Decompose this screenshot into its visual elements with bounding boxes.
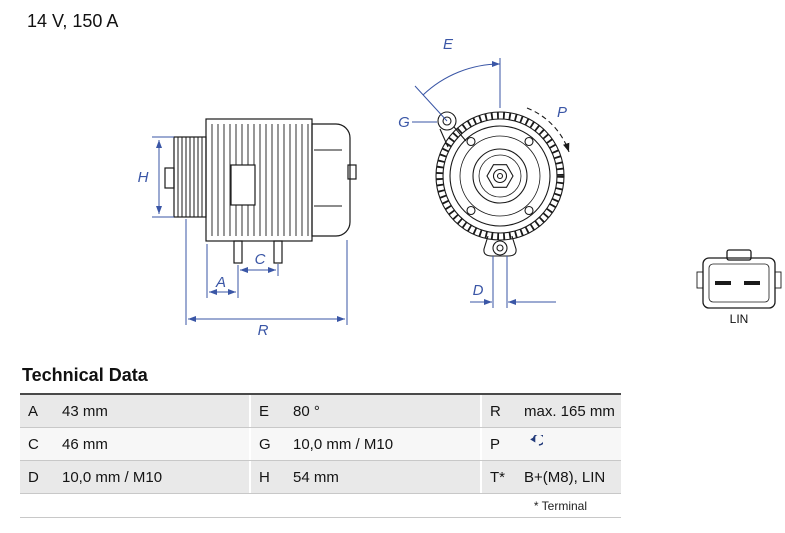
connector-icon: [696, 249, 782, 309]
param-value: [524, 435, 621, 453]
pulley: [173, 136, 207, 218]
param-group: A 43 mm: [20, 395, 249, 427]
technical-data-section: Technical Data A 43 mm E 80 ° R max. 165…: [20, 362, 621, 518]
param-value: 10,0 mm / M10: [293, 435, 394, 453]
param-value: B+(M8), LIN: [524, 468, 606, 486]
dim-label-e: E: [443, 36, 454, 53]
shaft-stub: [164, 167, 175, 189]
technical-drawing: H A C R: [138, 36, 782, 339]
param-value: 43 mm: [62, 402, 108, 420]
param-label: T*: [490, 468, 505, 486]
technical-data-title: Technical Data: [20, 362, 621, 395]
param-label: P: [490, 435, 501, 453]
param-value: 46 mm: [62, 435, 108, 453]
side-view-dimensions: [152, 136, 348, 325]
shaft-nut: [486, 164, 514, 188]
rear-housing: [311, 123, 357, 237]
param-value: 80 °: [293, 402, 320, 420]
dim-label-p: P: [557, 104, 567, 121]
param-value: 10,0 mm / M10: [62, 468, 163, 486]
mounting-lug-top: [437, 111, 467, 148]
dim-label-r: R: [258, 322, 269, 339]
stator-fins-ring: [436, 112, 564, 240]
side-view-drawing: [164, 118, 357, 264]
param-label: G: [259, 435, 271, 453]
param-group: C 46 mm: [20, 428, 249, 460]
rotation-direction-icon: [530, 435, 543, 446]
dim-label-d: D: [473, 282, 484, 299]
alternator-body: [205, 118, 313, 242]
front-view-dimensions: [412, 58, 556, 308]
param-label: A: [28, 402, 39, 420]
param-group: P: [480, 428, 621, 460]
bolt-holes: [466, 136, 534, 216]
param-group: T* B+(M8), LIN: [480, 461, 621, 493]
table-row: A 43 mm E 80 ° R max. 165 mm: [20, 395, 621, 428]
table-row: C 46 mm G 10,0 mm / M10 P: [20, 428, 621, 461]
param-label: E: [259, 402, 270, 420]
table-row: D 10,0 mm / M10 H 54 mm T* B+(M8), LIN: [20, 461, 621, 494]
param-label: D: [28, 468, 39, 486]
param-value: max. 165 mm: [524, 402, 615, 420]
terminal-footnote: * Terminal: [20, 494, 621, 518]
dim-label-c: C: [255, 251, 266, 268]
voltage-current-spec: 14 V, 150 A: [27, 11, 119, 31]
param-label: R: [490, 402, 501, 420]
dim-label-a: A: [215, 274, 226, 291]
param-group: E 80 °: [249, 395, 480, 427]
param-group: D 10,0 mm / M10: [20, 461, 249, 493]
mounting-legs: [233, 240, 283, 264]
param-group: G 10,0 mm / M10: [249, 428, 480, 460]
param-label: H: [259, 468, 270, 486]
footnote-text: * Terminal: [533, 498, 587, 513]
param-value: 54 mm: [293, 468, 339, 486]
front-view-drawing: [435, 107, 570, 257]
mounting-lug-bottom: [483, 235, 517, 257]
param-group: H 54 mm: [249, 461, 480, 493]
dim-label-h: H: [138, 169, 149, 186]
connector-label: LIN: [730, 312, 749, 326]
param-group: R max. 165 mm: [480, 395, 621, 427]
param-label: C: [28, 435, 39, 453]
dim-label-g: G: [398, 114, 410, 131]
